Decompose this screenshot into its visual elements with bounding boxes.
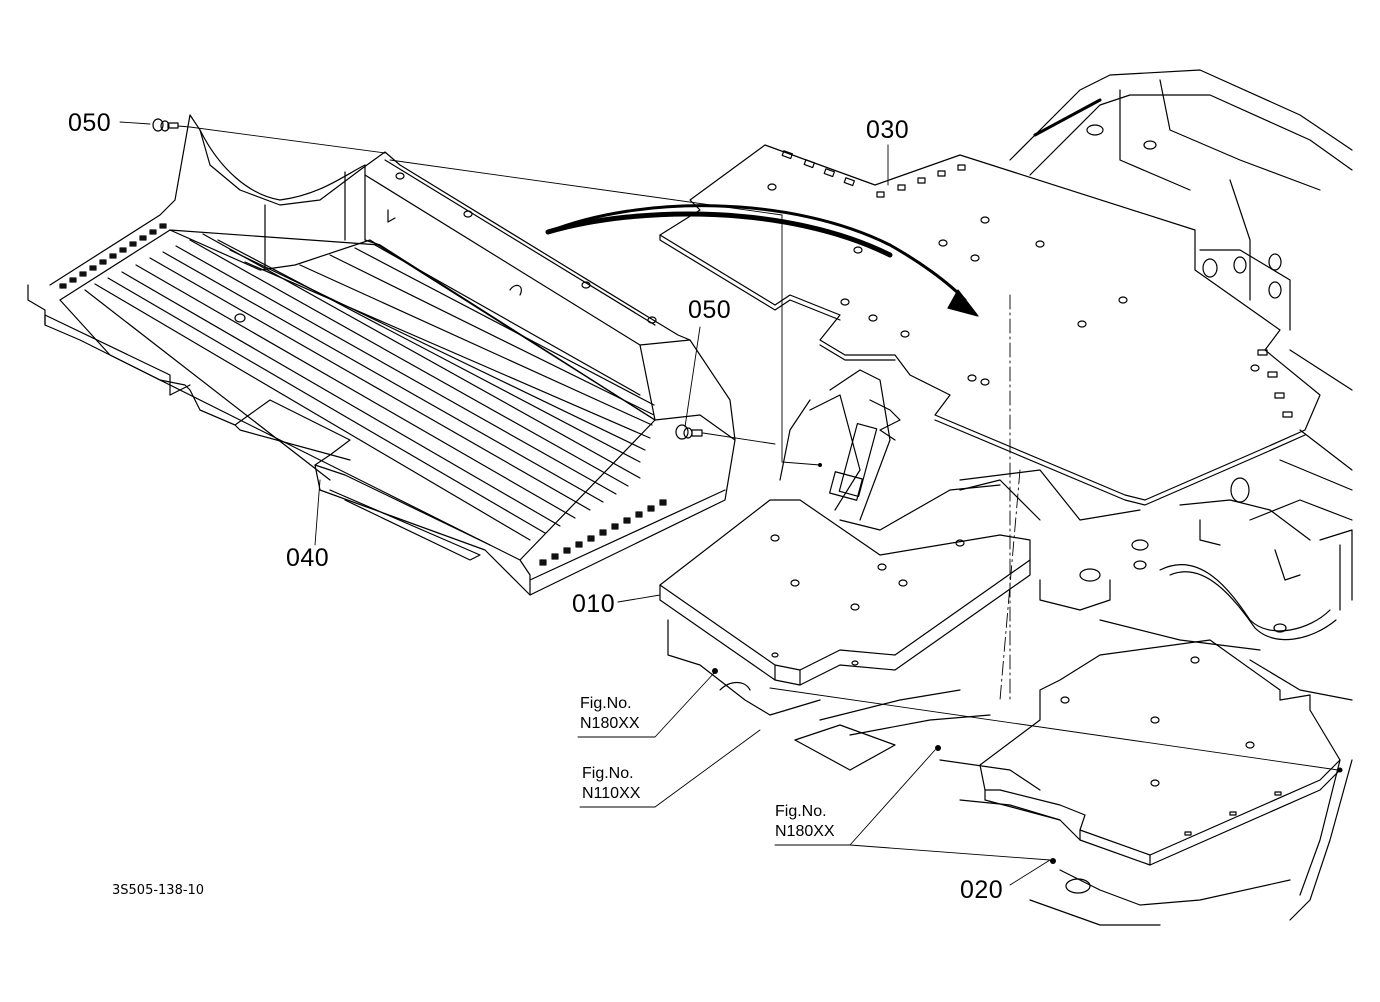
figref-n180xx-a: Fig.No. N180XX bbox=[580, 694, 640, 734]
callout-030: 030 bbox=[866, 116, 910, 144]
figref-n110xx: Fig.No. N110XX bbox=[582, 764, 640, 804]
figref-code: N180XX bbox=[580, 715, 640, 732]
mount-bracket bbox=[780, 370, 900, 520]
callout-040: 040 bbox=[286, 544, 330, 572]
bolt-050-side bbox=[676, 425, 702, 439]
bolt-050-top bbox=[153, 119, 178, 131]
floor-mat-040 bbox=[28, 115, 735, 595]
figref-title: Fig.No. bbox=[775, 803, 827, 820]
drawing-code: 3S505-138-10 bbox=[112, 883, 205, 898]
callout-020: 020 bbox=[960, 876, 1004, 904]
leader-dots bbox=[712, 463, 1343, 864]
floor-plate-010 bbox=[660, 480, 1040, 770]
chassis-frame bbox=[820, 70, 1352, 925]
leader-lines bbox=[120, 122, 1338, 885]
figref-code: N180XX bbox=[775, 823, 835, 840]
figref-n180xx-b: Fig.No. N180XX bbox=[775, 802, 835, 842]
figref-code: N110XX bbox=[582, 785, 641, 802]
callout-050-side: 050 bbox=[688, 296, 732, 324]
floor-plate-030 bbox=[660, 145, 1320, 505]
callout-010: 010 bbox=[572, 590, 616, 618]
floor-plate-020 bbox=[980, 640, 1340, 865]
figref-title: Fig.No. bbox=[582, 765, 634, 782]
callout-050-top: 050 bbox=[68, 109, 112, 137]
figref-title: Fig.No. bbox=[580, 695, 632, 712]
assembly-arrow bbox=[548, 206, 978, 316]
